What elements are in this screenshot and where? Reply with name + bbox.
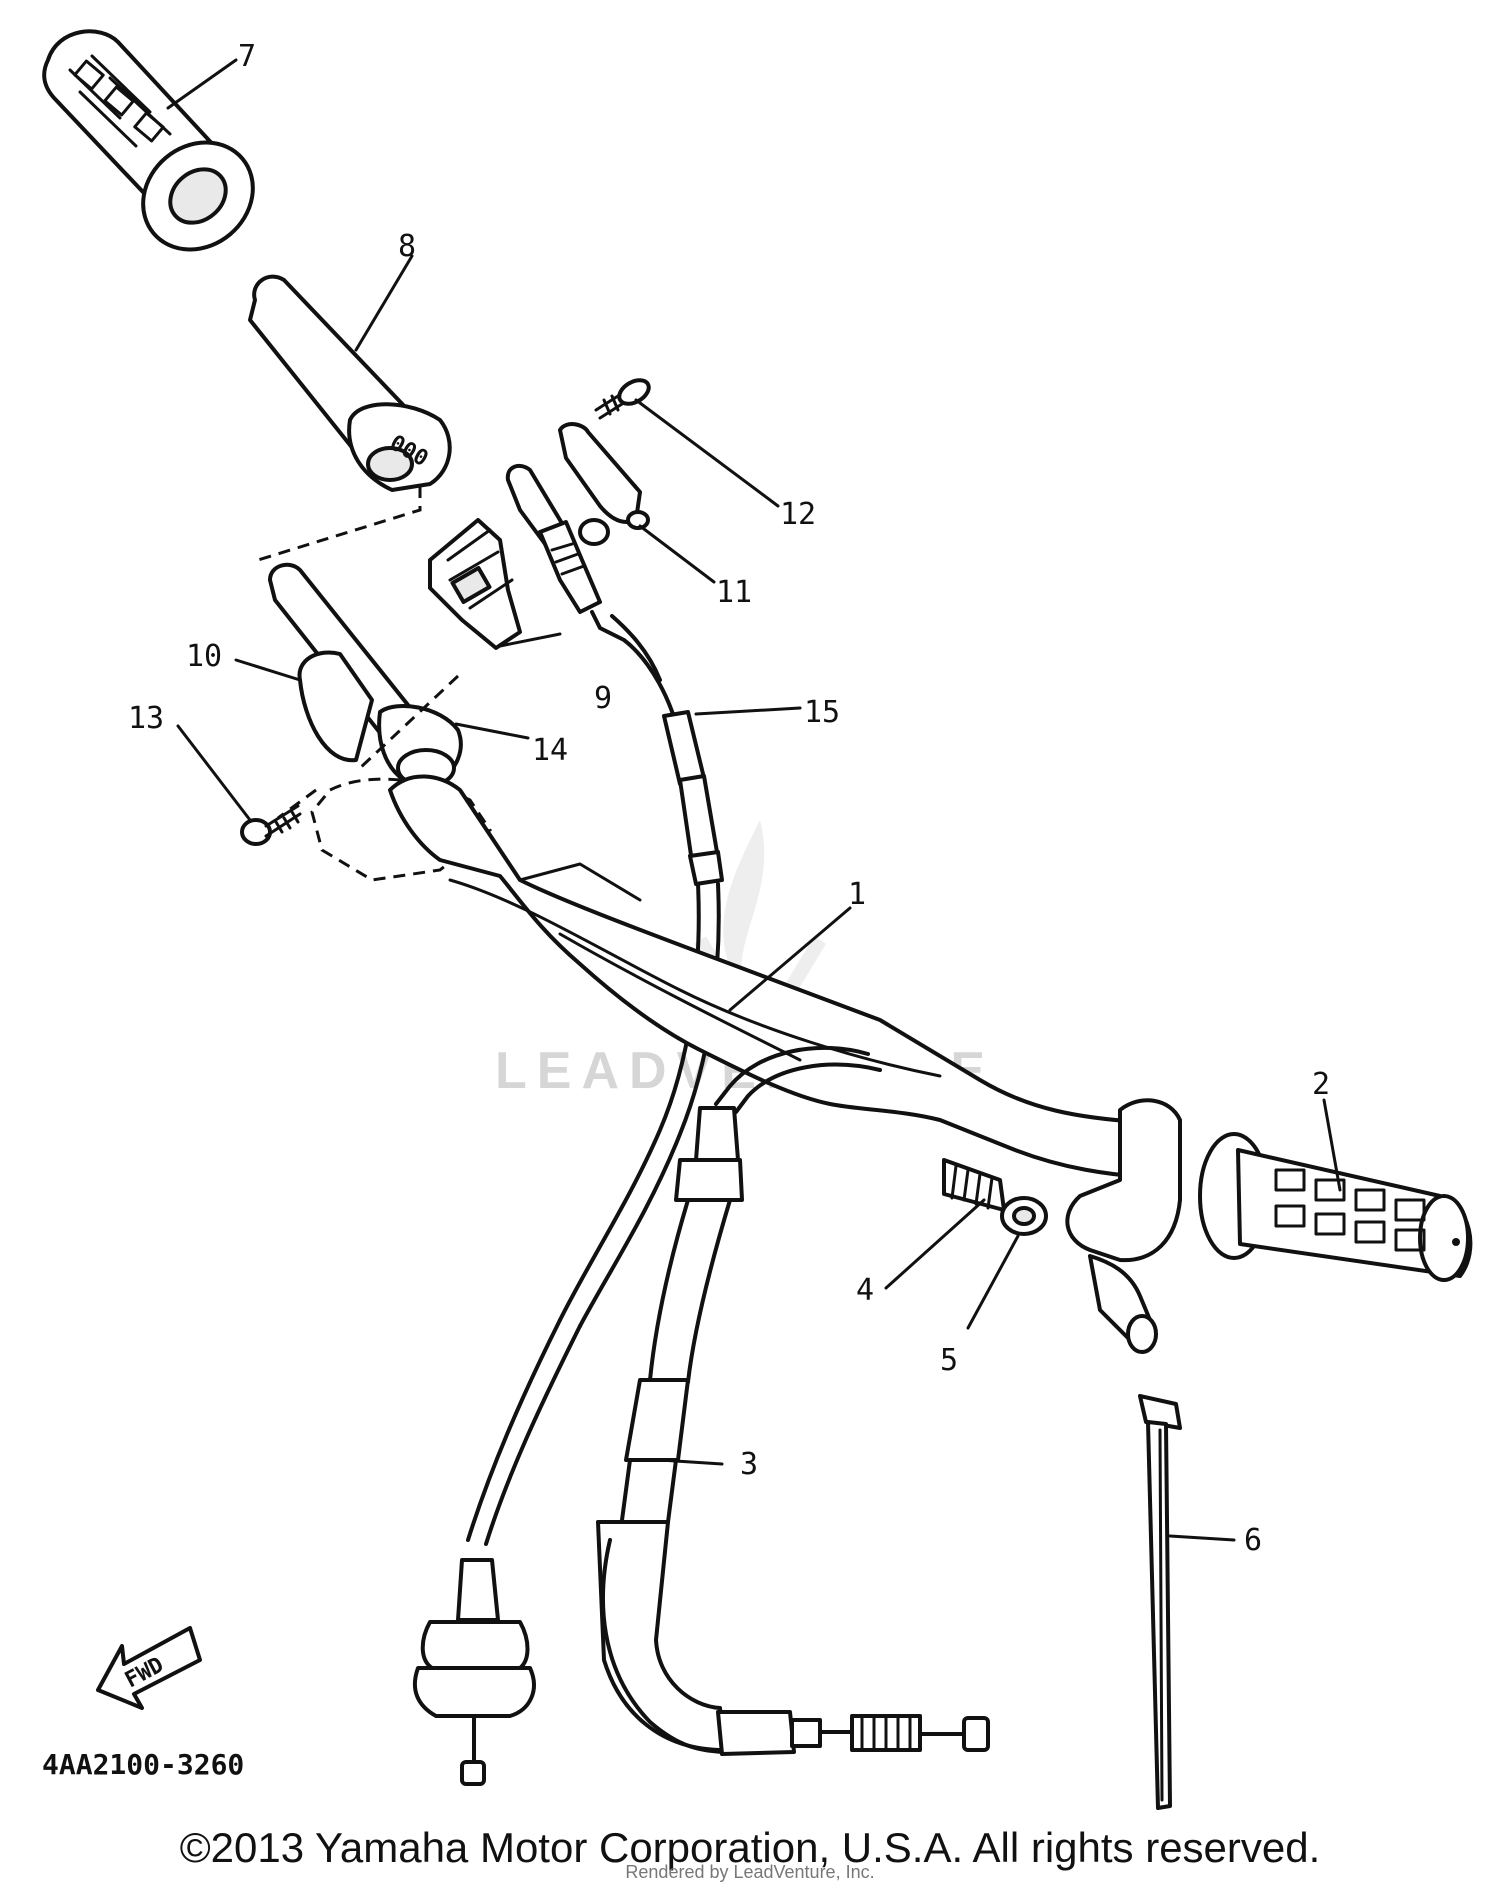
callout-9: 9 bbox=[594, 681, 612, 716]
locknut-part-5 bbox=[1000, 1196, 1048, 1236]
assembly-line bbox=[257, 486, 422, 562]
callout-11: 11 bbox=[716, 575, 752, 610]
callout-8: 8 bbox=[398, 229, 416, 264]
callout-1: 1 bbox=[848, 877, 866, 912]
callout-10: 10 bbox=[186, 639, 222, 674]
callouts: 7 8 12 11 9 10 13 14 15 1 2 4 5 3 6 bbox=[128, 39, 1330, 1558]
fwd-arrow-icon: FWD bbox=[96, 1626, 202, 1710]
diagram-canvas: LEADVENTURE 000 bbox=[42, 29, 1473, 1810]
clutch-perch bbox=[1065, 1098, 1182, 1354]
cable-tie-part-6 bbox=[1138, 1394, 1182, 1810]
throttle-housing-part-9 bbox=[428, 518, 522, 650]
callout-13: 13 bbox=[128, 701, 164, 736]
assembly-line bbox=[277, 674, 460, 820]
housing-cover-part-10 bbox=[297, 650, 374, 763]
callout-12: 12 bbox=[780, 497, 816, 532]
leader-lines bbox=[166, 58, 1342, 1542]
callout-6: 6 bbox=[1244, 1523, 1262, 1558]
screw-part-12 bbox=[594, 378, 651, 420]
adjuster-bolt-part-4 bbox=[942, 1158, 1006, 1212]
cable-cover-part-11 bbox=[558, 422, 650, 530]
throttle-grip-part-8: 000 bbox=[248, 274, 452, 492]
cable-adjuster bbox=[505, 463, 610, 614]
grip-right-part-2 bbox=[1198, 1132, 1473, 1282]
screw-part-13 bbox=[240, 804, 302, 846]
callout-15: 15 bbox=[804, 695, 840, 730]
callout-7: 7 bbox=[238, 39, 256, 74]
clutch-cable-part-3 bbox=[596, 1045, 990, 1756]
grip-left-part-7 bbox=[42, 29, 255, 252]
callout-3: 3 bbox=[740, 1447, 758, 1482]
callout-2: 2 bbox=[1312, 1067, 1330, 1102]
handlebar-part-1 bbox=[388, 774, 1172, 1180]
copyright-notice: ©2013 Yamaha Motor Corporation, U.S.A. A… bbox=[179, 1824, 1321, 1871]
callout-4: 4 bbox=[856, 1273, 874, 1308]
rendered-by-note: Rendered by LeadVenture, Inc. bbox=[625, 1862, 875, 1882]
part-code: 4AA2100-3260 bbox=[42, 1748, 244, 1781]
callout-14: 14 bbox=[532, 733, 568, 768]
callout-5: 5 bbox=[940, 1343, 958, 1378]
